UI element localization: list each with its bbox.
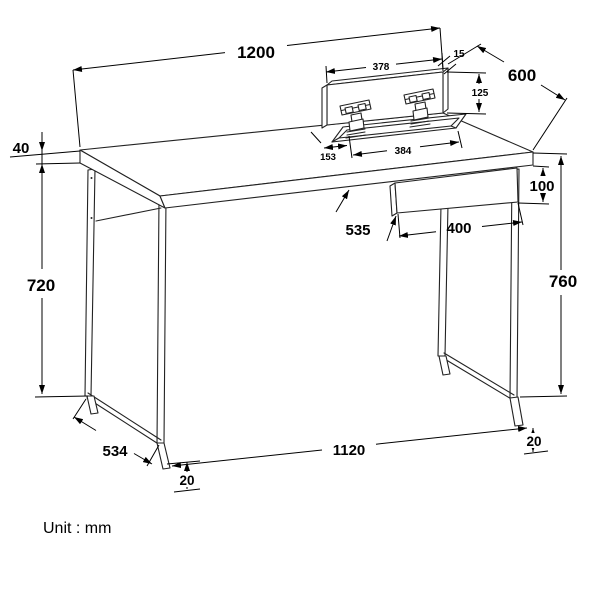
tabletop xyxy=(79,112,534,209)
dim-label-side-frame-depth: 534 xyxy=(102,443,128,460)
left-frame-bottom-rail xyxy=(86,392,162,446)
tabletop-front-edge xyxy=(159,151,534,209)
dimension-desktop-depth: 600 xyxy=(447,43,568,151)
right-leg-frame xyxy=(437,168,524,427)
dim-label-left-foot: 20 xyxy=(179,473,194,488)
dim-label-flap-height: 125 xyxy=(472,88,489,99)
rear-left-foot xyxy=(86,395,99,415)
dimension-cutout-width: 384 xyxy=(352,130,463,157)
dim-label-overall-height: 760 xyxy=(549,272,577,291)
lid-right-thickness xyxy=(442,67,449,114)
dim-label-cutout-offset: 153 xyxy=(320,152,336,163)
dimension-base-width: 1120 xyxy=(171,425,528,469)
dimension-flap-height: 125 xyxy=(446,71,489,115)
dimension-side-frame-depth: 534 xyxy=(72,398,160,467)
dim-label-drawer-width: 400 xyxy=(446,220,471,237)
dimension-desktop-thickness: 40 xyxy=(9,132,81,165)
dimension-overall-height: 760 xyxy=(519,152,577,398)
left-frame-top-rail xyxy=(95,207,162,222)
dimension-drawer-offset: 535 xyxy=(335,189,397,242)
right-frame-bottom-rail xyxy=(442,352,515,401)
dimension-cutout-offset: 153 xyxy=(310,131,353,163)
front-right-foot xyxy=(509,396,524,427)
rear-left-leg xyxy=(84,168,96,397)
dim-label-underframe-height: 720 xyxy=(27,276,55,295)
desk-outline xyxy=(79,67,534,470)
dim-label-drawer-offset: 535 xyxy=(345,222,370,239)
dimension-right-foot: 20 xyxy=(523,428,549,455)
dimension-underframe-height: 720 xyxy=(27,164,89,398)
drawer xyxy=(389,167,519,217)
front-left-leg xyxy=(156,197,167,444)
dimension-drawer-height: 100 xyxy=(517,165,559,205)
rear-right-foot xyxy=(438,355,451,376)
lid-left-thickness xyxy=(321,84,328,129)
dim-label-base-width: 1120 xyxy=(333,442,366,459)
dim-label-desktop-depth: 600 xyxy=(508,66,536,85)
dim-label-flap-thickness: 15 xyxy=(453,49,465,60)
tray-inner-floor xyxy=(338,117,460,139)
dimension-flap-thickness: 15 xyxy=(437,49,465,75)
dim-label-desktop-thickness: 40 xyxy=(13,140,30,157)
dim-label-cutout-width: 384 xyxy=(395,146,412,157)
dim-label-flap-width: 378 xyxy=(373,62,390,73)
dim-label-desktop-width: 1200 xyxy=(237,43,275,62)
front-left-foot xyxy=(156,442,171,470)
dimension-desktop-width: 1200 xyxy=(72,26,444,148)
dimension-left-foot: 20 xyxy=(166,460,201,493)
dim-label-right-foot: 20 xyxy=(526,434,541,449)
left-leg-frame xyxy=(84,168,171,470)
dimension-drawer-width: 400 xyxy=(397,202,524,239)
dim-label-drawer-height: 100 xyxy=(529,178,554,195)
unit-note: Unit : mm xyxy=(43,520,111,537)
drawer-front xyxy=(394,167,519,214)
